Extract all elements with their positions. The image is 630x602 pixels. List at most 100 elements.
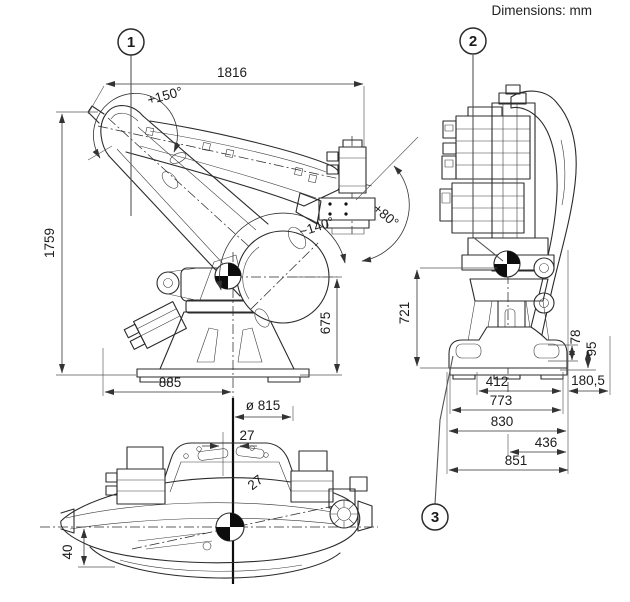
arm-apex-inner [110, 112, 139, 122]
bolt-dot [344, 202, 348, 206]
flange-spokes [330, 500, 358, 528]
dim-830: 830 [446, 250, 569, 474]
top-motor-box-2 [126, 446, 164, 470]
callout-1-number: 1 [127, 34, 135, 51]
dim-675: 675 [290, 276, 342, 376]
wrist-flange-hub [337, 507, 351, 521]
dim-95: 95 [560, 341, 599, 371]
connector-detail [444, 159, 454, 168]
top-view-drawing [40, 398, 378, 584]
wrist-connector [326, 151, 339, 162]
lower-hull-inner [119, 559, 303, 572]
motor-connector [442, 120, 457, 139]
dim-1759: 1759 [42, 111, 136, 376]
bolt-circle [263, 452, 269, 458]
dim-436: 436 [507, 434, 567, 456]
wrist-tilt-link [295, 192, 322, 225]
top-tab [467, 106, 503, 117]
dim-label: 885 [159, 375, 182, 390]
units-label: Dimensions: mm [491, 3, 592, 18]
upperarm-inner-lines [116, 126, 257, 281]
base-pads [139, 376, 301, 383]
callout-1: 1 [117, 28, 145, 216]
center-of-mass-symbol [214, 262, 242, 290]
roller-hub [539, 263, 549, 273]
forearm-axis-line [97, 125, 373, 187]
bolt-circle [183, 453, 189, 459]
front-base-pad [452, 374, 476, 380]
callout-2-circle [459, 27, 487, 55]
dim-180-5: 180,5 [568, 336, 611, 395]
dim-885: 885 [102, 348, 232, 396]
dim-78: 78 [548, 329, 583, 362]
dim-label: 27 [245, 472, 266, 493]
callout-1-circle [117, 28, 145, 56]
forearm-detail-square [201, 142, 211, 152]
angle-label: +150° [146, 84, 184, 108]
callout-2-number: 2 [469, 33, 477, 50]
dim-label: 412 [486, 374, 509, 389]
dim-label: 27 [239, 428, 254, 443]
dim-1816: 1816 [87, 65, 365, 148]
base-foot [448, 326, 568, 369]
arm-accent [560, 139, 566, 206]
crank-cylinder-hub [163, 278, 173, 288]
dim-27-top: 27 [202, 428, 257, 449]
end-tip-block [357, 500, 373, 532]
forearm-edge-top [149, 120, 333, 167]
motor-fins [452, 195, 524, 222]
forearm-edge-bottom [125, 151, 305, 207]
motor-fins [456, 128, 530, 166]
callout-3: 3 [421, 355, 454, 531]
roller [533, 292, 555, 314]
dim-label: 40 [60, 544, 75, 559]
dim-27-diag: 27 [245, 472, 266, 493]
center-of-mass-symbol [493, 250, 521, 278]
dim-815: ø 815 [234, 398, 294, 421]
wrist-motor [338, 146, 367, 194]
crank-link-top [167, 267, 199, 273]
center-of-mass-symbol [215, 512, 245, 542]
top-connector [105, 485, 118, 496]
shoulder-slot [197, 448, 229, 461]
wrist-unit-top [290, 470, 334, 503]
crank-cylinder [156, 271, 180, 295]
dim-label: 773 [490, 393, 513, 408]
hull-detail-lines [137, 532, 213, 550]
bolt-dot [328, 202, 332, 206]
dim-40: 40 [60, 528, 115, 568]
dim-label: 180,5 [571, 373, 605, 388]
shoulder-top [157, 442, 303, 499]
front-base-pad [540, 374, 564, 380]
dim-label: 1816 [217, 65, 247, 80]
wrist-unit-box [298, 450, 328, 472]
forearm-inner-lines [139, 130, 327, 199]
callout-2: 2 [459, 27, 504, 262]
front-base-plate [449, 367, 568, 376]
front-base-pad [493, 374, 521, 380]
left-tip-block [60, 508, 75, 534]
foot-slot [533, 343, 560, 359]
bolt-dot [344, 212, 348, 216]
upperarm-oval-hole [161, 171, 179, 189]
angle-label: +80° [370, 201, 401, 231]
axis1-motor [123, 301, 187, 350]
crank-link-bottom [167, 293, 201, 302]
callout-3-circle [421, 503, 449, 531]
shoulder-slot [235, 446, 265, 459]
wrist-motor-cap [342, 139, 363, 148]
motor-stack-1 [455, 115, 531, 180]
top-connector [105, 472, 118, 483]
motor-connector [441, 155, 457, 180]
pedestal-cutouts [196, 327, 263, 363]
connector-detail [441, 192, 451, 204]
lower-hull [89, 546, 341, 579]
bolt-dot [328, 212, 332, 216]
wrist-unit-lines [291, 480, 333, 492]
column-tab [505, 84, 521, 95]
connector-detail [444, 124, 454, 132]
dim-label: ø 815 [246, 398, 281, 413]
dim-label: 78 [568, 329, 583, 344]
front-view-drawing [439, 84, 577, 392]
elbow-boss [288, 226, 306, 250]
